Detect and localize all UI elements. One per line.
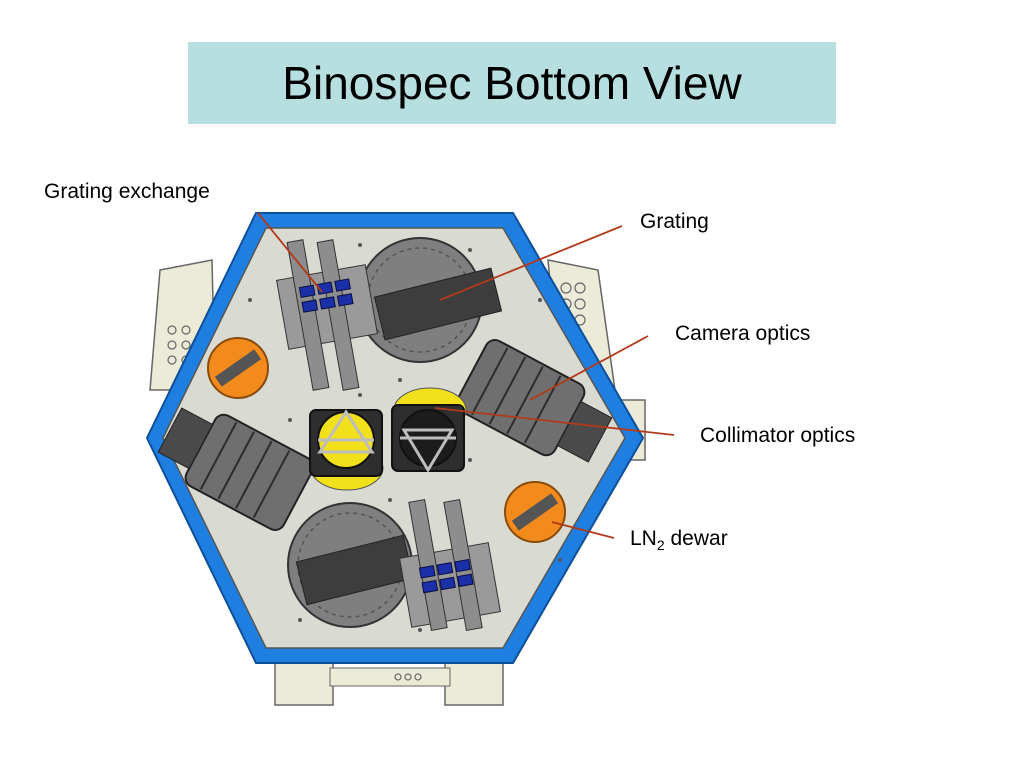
leader-grating-exchange bbox=[257, 212, 323, 293]
leader-lines bbox=[257, 212, 675, 539]
grating-exchange-top bbox=[276, 239, 378, 391]
title-box: Binospec Bottom View bbox=[188, 42, 836, 124]
leader-camera-optics bbox=[529, 335, 649, 401]
grating-exchange-bottom bbox=[399, 499, 501, 631]
ln2-dewar-left bbox=[207, 337, 269, 399]
collimator-optics bbox=[309, 387, 467, 491]
ln2-prefix: LN bbox=[630, 527, 657, 550]
ln2-suffix: dewar bbox=[664, 527, 728, 550]
camera-optics-left bbox=[157, 407, 315, 531]
label-grating: Grating bbox=[640, 210, 709, 233]
label-camera-optics: Camera optics bbox=[675, 322, 811, 345]
label-ln2-dewar: LN2 dewar bbox=[630, 527, 728, 553]
label-collimator-optics: Collimator optics bbox=[700, 424, 856, 447]
label-grating-exchange: Grating exchange bbox=[44, 180, 210, 203]
page-title: Binospec Bottom View bbox=[282, 57, 742, 109]
ln2-subscript: 2 bbox=[656, 537, 665, 554]
grating-housing-bottom bbox=[287, 502, 415, 628]
ln2-dewar-right bbox=[504, 481, 566, 543]
leader-grating bbox=[439, 225, 623, 301]
leader-collimator-optics bbox=[434, 407, 675, 436]
leader-ln2-dewar bbox=[551, 521, 615, 539]
camera-optics-right bbox=[455, 339, 613, 463]
